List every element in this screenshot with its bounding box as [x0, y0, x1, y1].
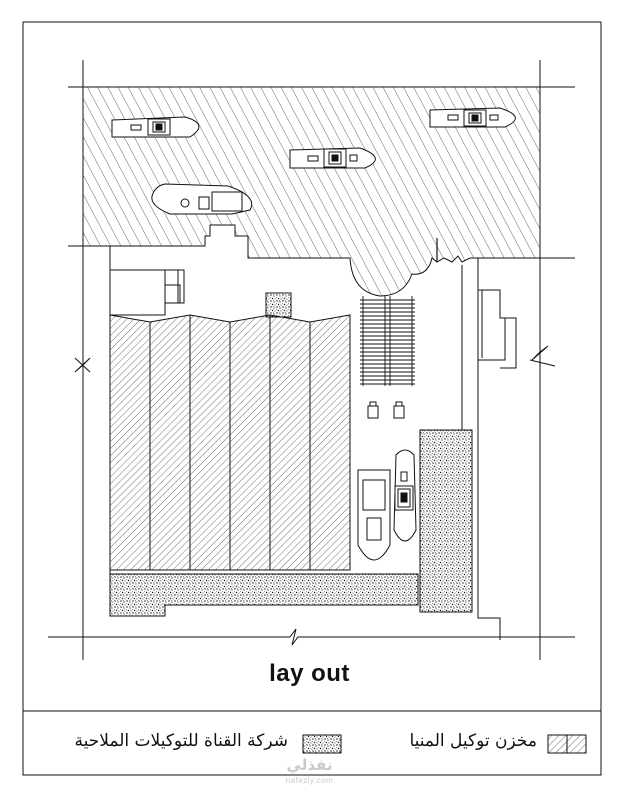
boat [111, 116, 200, 138]
boat [357, 469, 391, 561]
small-storage-block [265, 292, 292, 318]
boat [151, 183, 253, 215]
legend-swatch-hatch [547, 734, 587, 754]
bollards [367, 401, 405, 419]
warehouse-minia [109, 314, 351, 571]
watermark-url: nafezly.com [285, 776, 334, 785]
watermark-arabic: نفذلي [286, 756, 333, 774]
boat [393, 449, 417, 542]
canal-company-area [109, 573, 419, 617]
boat [289, 147, 376, 169]
railway-tracks [360, 296, 415, 386]
boat [429, 107, 516, 128]
plan-title: lay out [269, 660, 350, 687]
water-basin [82, 86, 541, 297]
drawing-border [22, 21, 602, 776]
legend-label-minia-warehouse: مخزن توكيل المنيا [409, 731, 537, 751]
legend-swatch-stipple [302, 734, 342, 754]
canal-company-area [419, 429, 473, 613]
legend-label-canal-company: شركة القناة للتوكيلات الملاحية [74, 731, 288, 751]
